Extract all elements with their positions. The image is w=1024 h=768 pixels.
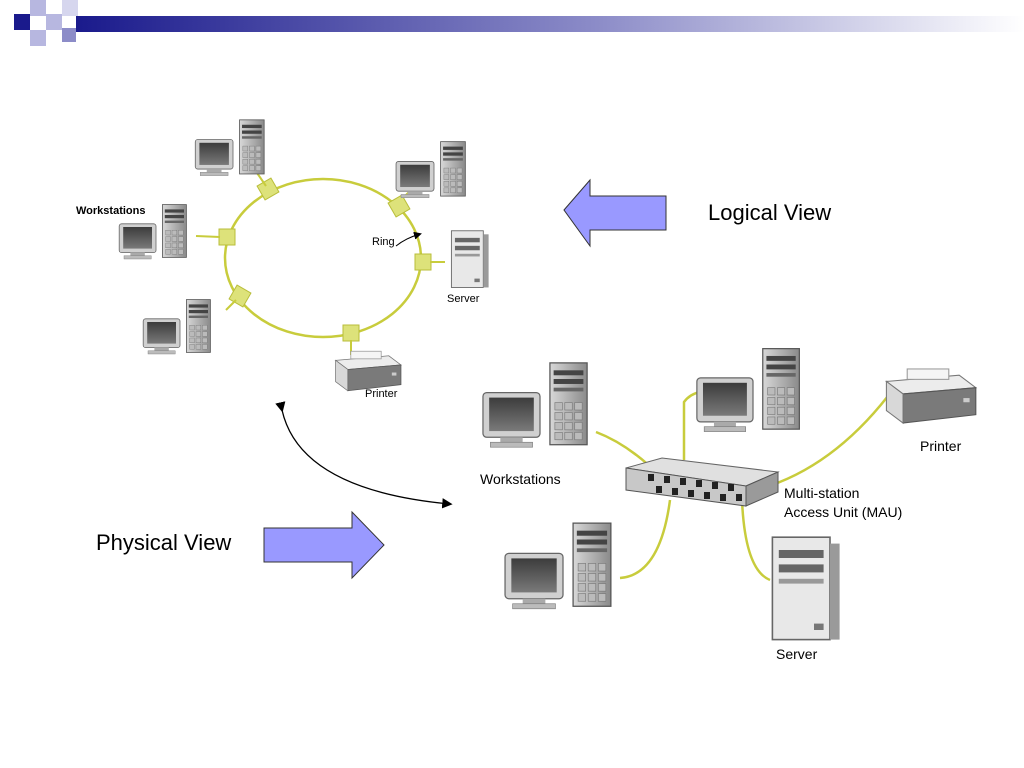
logical-ring-label: Ring: [372, 236, 395, 248]
logical-server-label: Server: [447, 293, 480, 305]
ring-node: [414, 253, 432, 271]
workstation-icon: [395, 141, 466, 199]
slide-header: [0, 0, 1024, 60]
physical-workstations-label: Workstations: [480, 471, 561, 487]
ring-node: [342, 324, 360, 342]
logical-view-label: Logical View: [708, 200, 832, 225]
ring-pointer: [395, 231, 422, 247]
workstation-icon: [504, 522, 612, 610]
physical-view-arrow: [263, 510, 385, 580]
printer-icon: [335, 350, 402, 392]
workstation-icon: [696, 347, 801, 433]
mau-label-line2: Access Unit (MAU): [784, 504, 903, 520]
ring-node: [218, 228, 236, 246]
server-icon: [450, 230, 490, 288]
header-square-dark: [14, 14, 30, 30]
header-decoration: [14, 0, 1024, 46]
view-connector-arrow: [275, 401, 453, 509]
server-icon: [771, 536, 841, 641]
mau-hub-icon: [625, 457, 780, 507]
workstation-icon: [482, 362, 588, 448]
header-square-light-2: [46, 14, 62, 30]
logical-printer-label: Printer: [365, 388, 398, 400]
header-square-light-1: [30, 0, 46, 16]
header-square-light-3: [62, 0, 78, 16]
logical-workstations-label: Workstations: [76, 205, 146, 217]
mau-label-line1: Multi-station: [784, 485, 860, 501]
ring-node: [387, 194, 411, 218]
workstation-icon: [194, 119, 265, 177]
ring-nodes: [218, 177, 432, 342]
logical-view-arrow: [563, 178, 667, 248]
physical-server-label: Server: [776, 646, 818, 662]
physical-view-label: Physical View: [96, 530, 232, 555]
workstation-icon: [142, 299, 211, 355]
physical-printer-label: Printer: [920, 438, 962, 454]
header-square-light-4: [30, 30, 46, 46]
header-square-mid: [62, 28, 76, 42]
header-gradient-bar: [76, 16, 1024, 32]
printer-icon: [885, 368, 977, 424]
